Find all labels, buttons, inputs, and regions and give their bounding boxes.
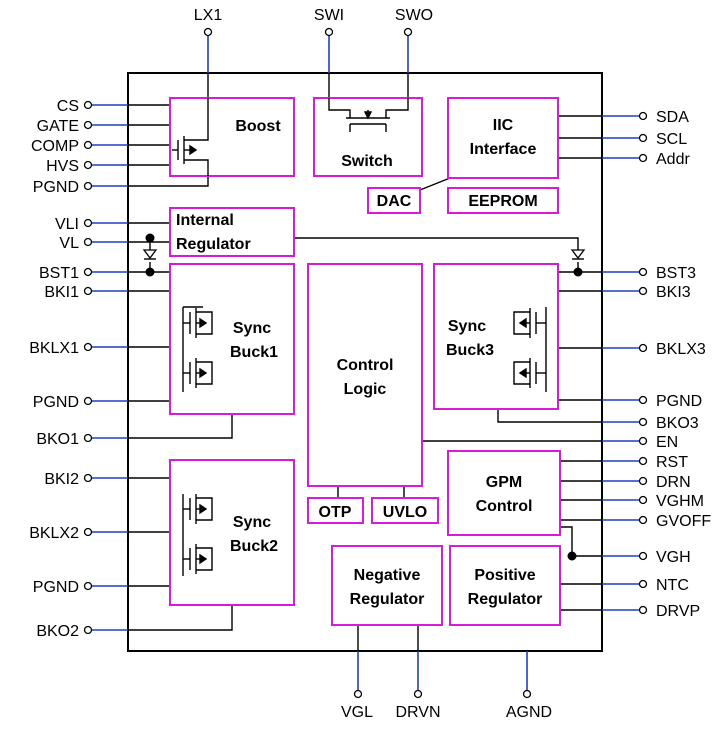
buck2-low-side-fet-icon [183, 544, 213, 574]
pin-label-vgh: VGH [656, 549, 691, 566]
control-logic-label-1: Control [337, 357, 394, 374]
uvlo-block [371, 497, 439, 524]
internal-regulator-label-1: Internal [176, 212, 234, 229]
pin-label-pgnd-4: PGND [656, 393, 702, 410]
negative-regulator-label-2: Regulator [350, 591, 425, 608]
gpm-control-block [447, 450, 561, 536]
negative-regulator-label-1: Negative [354, 567, 421, 584]
pin-label-bki1: BKI1 [44, 284, 79, 301]
pin-label-swi: SWI [314, 7, 344, 24]
positive-regulator-label-2: Regulator [468, 591, 543, 608]
gpm-label-1: GPM [486, 474, 522, 491]
dac-block [367, 187, 421, 214]
sync-buck3-block [433, 263, 559, 410]
pin-label-bst1: BST1 [39, 265, 79, 282]
pin-label-swo: SWO [395, 7, 433, 24]
pin-label-bst3: BST3 [656, 265, 696, 282]
internal-regulator-block [169, 207, 295, 257]
pin-label-pgnd: PGND [33, 179, 79, 196]
pin-label-bklx3: BKLX3 [656, 341, 706, 358]
pin-label-bko2: BKO2 [36, 623, 79, 640]
pin-label-sda: SDA [656, 109, 689, 126]
sync-buck2-label-2: Buck2 [230, 538, 278, 555]
iic-label: IIC [493, 117, 514, 134]
pin-label-comp: COMP [31, 138, 79, 155]
otp-block [307, 497, 364, 524]
sync-buck1-label-1: Sync [233, 320, 271, 337]
bootstrap-diode-icon [142, 249, 158, 260]
pin-label-pgnd-2: PGND [33, 394, 79, 411]
sync-buck3-label-1: Sync [448, 318, 486, 335]
pin-label-bki2: BKI2 [44, 471, 79, 488]
buck3-high-side-fet-icon [513, 307, 547, 392]
pin-label-agnd: AGND [506, 704, 552, 721]
pin-label-rst: RST [656, 454, 688, 471]
pin-label-gate: GATE [37, 118, 79, 135]
gpm-label-2: Control [476, 498, 533, 515]
otp-label: OTP [319, 504, 352, 521]
iic-interface-block [447, 97, 559, 179]
boost-label: Boost [235, 118, 281, 135]
pin-label-addr: Addr [656, 151, 690, 168]
buck3-low-side-fet-icon [513, 358, 546, 388]
pin-label-cs: CS [57, 98, 79, 115]
pin-label-vghm: VGHM [656, 493, 704, 510]
pin-label-drvn: DRVN [395, 704, 440, 721]
interface-label: Interface [470, 141, 537, 158]
sync-buck3-label-2: Buck3 [446, 342, 494, 359]
pin-label-bklx2: BKLX2 [29, 525, 79, 542]
control-logic-block [307, 263, 423, 487]
pin-label-bklx1: BKLX1 [29, 340, 79, 357]
sync-buck2-label-1: Sync [233, 514, 271, 531]
eeprom-label: EEPROM [468, 193, 537, 210]
boost-block [169, 97, 295, 177]
boost-transistor-icon [172, 98, 209, 176]
internal-regulator-label-2: Regulator [176, 236, 251, 253]
pin-label-vgl: VGL [341, 704, 373, 721]
pin-label-pgnd-3: PGND [33, 579, 79, 596]
uvlo-label: UVLO [383, 504, 427, 521]
buck2-high-side-fet-icon [182, 494, 213, 576]
sync-buck2-block [169, 459, 295, 606]
pin-label-gvoff: GVOFF [656, 513, 711, 530]
sync-buck1-block [169, 263, 295, 415]
switch-label: Switch [341, 153, 393, 170]
pin-label-en: EN [656, 434, 678, 451]
pin-label-bko1: BKO1 [36, 431, 79, 448]
pin-label-bko3: BKO3 [656, 415, 699, 432]
pin-label-bki3: BKI3 [656, 284, 691, 301]
pin-label-ntc: NTC [656, 577, 689, 594]
negative-regulator-block [331, 545, 443, 626]
control-logic-label-2: Logic [344, 381, 387, 398]
pin-wires [91, 36, 640, 690]
pin-terminals [83, 27, 648, 699]
eeprom-block [447, 187, 559, 214]
bootstrap-diode-icon [570, 249, 586, 260]
dac-label: DAC [377, 193, 412, 210]
positive-regulator-label-1: Positive [474, 567, 535, 584]
pin-label-vl: VL [59, 235, 79, 252]
buck1-low-side-fet-icon [183, 358, 213, 388]
pin-label-drvp: DRVP [656, 603, 700, 620]
switch-transistor-icon [328, 98, 409, 132]
pin-label-drn: DRN [656, 474, 691, 491]
pin-label-vli: VLI [55, 216, 79, 233]
positive-regulator-block [449, 545, 561, 626]
sync-buck1-label-2: Buck1 [230, 344, 278, 361]
pin-label-scl: SCL [656, 131, 687, 148]
buck1-high-side-fet-icon [182, 306, 213, 392]
pin-label-lx1: LX1 [194, 7, 223, 24]
pin-label-hvs: HVS [46, 158, 79, 175]
chip-outline [127, 72, 603, 652]
